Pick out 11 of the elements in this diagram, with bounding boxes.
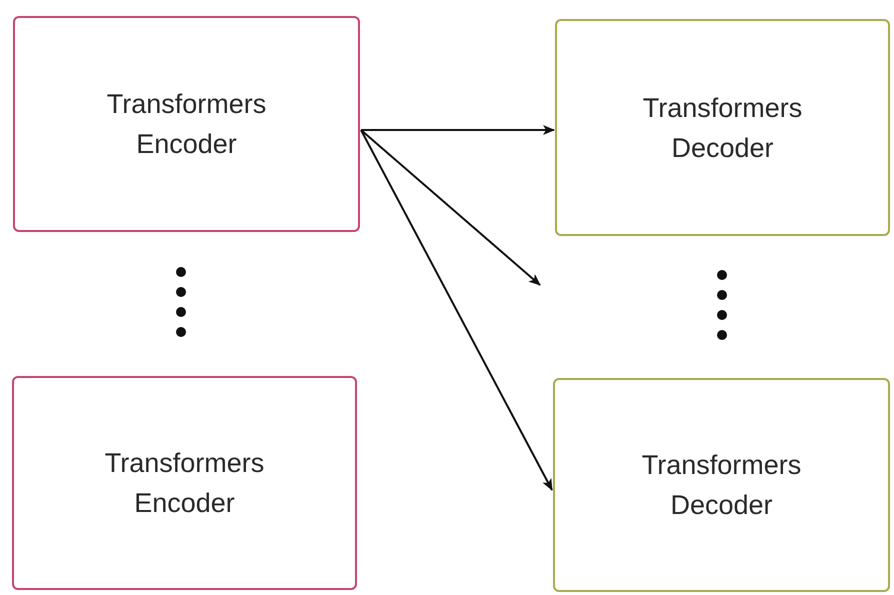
- box-label: Transformers Decoder: [642, 92, 804, 164]
- arrow: [360, 130, 553, 491]
- box-label: Transformers Decoder: [640, 449, 802, 522]
- process-box: [13, 16, 360, 232]
- process-box: [553, 378, 890, 592]
- process-box: [12, 376, 357, 590]
- arrow: [361, 125, 555, 135]
- box-label: Transformers Encoder: [104, 447, 266, 520]
- process-box: [555, 19, 890, 236]
- box-label: Transformers Encoder: [106, 88, 268, 161]
- arrow: [360, 129, 541, 286]
